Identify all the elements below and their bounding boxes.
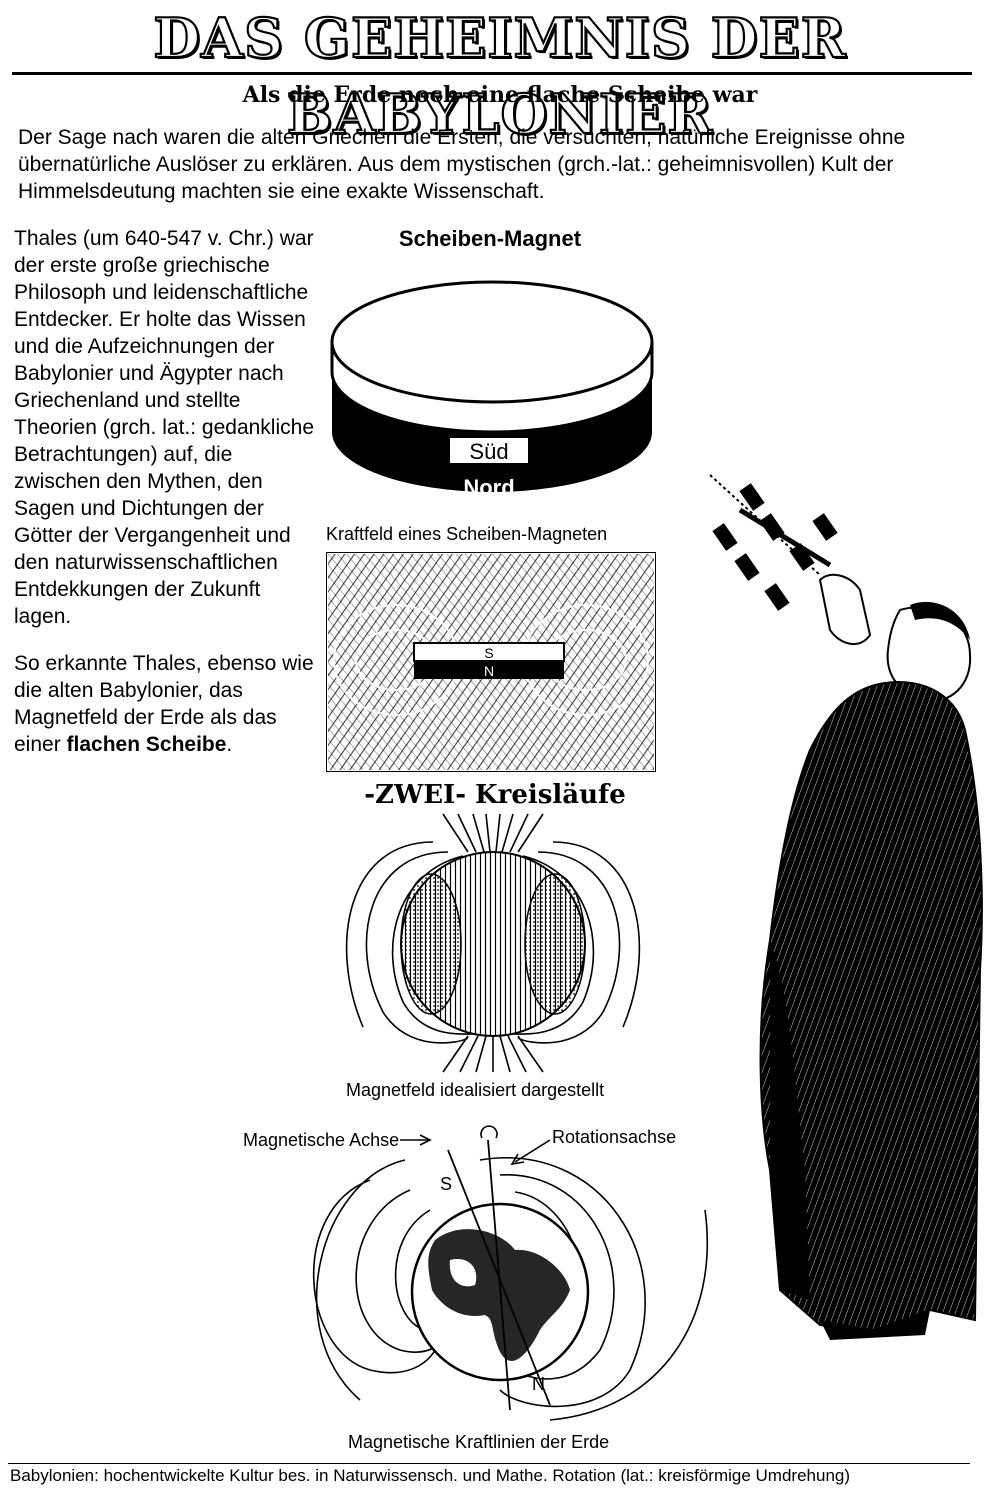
conclusion-bold: flachen Scheibe — [66, 733, 227, 756]
field-panel-caption: Kraftfeld eines Scheiben-Magneten — [326, 524, 608, 544]
earth-field-diagram: S N — [312, 1125, 709, 1421]
two-cycles-heading: -ZWEI- Kreisläufe — [364, 780, 626, 810]
earth-pole-n: N — [532, 1374, 545, 1394]
rotation-axis-line — [487, 1139, 511, 1411]
disc-magnet-top — [330, 280, 654, 404]
idealized-field-diagram — [345, 813, 641, 1073]
bar-label-north: N — [484, 663, 494, 679]
disc-magnet-heading: Scheiben-Magnet — [399, 226, 582, 251]
disc-label-box-south — [450, 438, 528, 463]
page-subtitle: Als die Erde noch eine flache Scheibe wa… — [242, 82, 758, 108]
label-magnetic-axis: Magnetische Achse — [243, 1130, 400, 1150]
raised-arms — [818, 573, 872, 645]
conclusion-text: So erkannte Thales, ebenso wie die alten… — [14, 652, 314, 756]
conclusion-end: . — [226, 733, 233, 756]
title-rule — [12, 72, 972, 75]
bar-magnet-north — [414, 661, 564, 679]
figure-robe — [759, 681, 983, 1332]
bar-label-south: S — [484, 645, 493, 661]
left-column-text: Thales (um 640-547 v. Chr.) war der erst… — [14, 225, 319, 778]
disc-label-south: Süd — [469, 439, 508, 464]
conclusion-paragraph: So erkannte Thales, ebenso wie die alten… — [14, 650, 319, 758]
figure-feet — [820, 1310, 930, 1340]
disc-label-north: Nord — [463, 475, 514, 500]
thales-figure-illustration — [709, 474, 983, 1340]
earth-field-caption: Magnetische Kraftlinien der Erde — [348, 1432, 610, 1452]
earth-pole-s: S — [440, 1174, 452, 1194]
label-rotation-axis: Rotationsachse — [552, 1127, 677, 1147]
field-loop-right — [524, 873, 586, 1015]
page-title: DAS GEHEIMNIS DER BABYLONIER — [152, 5, 847, 147]
idealized-field-caption: Magnetfeld idealisiert dargestellt — [346, 1080, 605, 1100]
disc-magnet-diagram: Scheiben-Magnet Süd Nord — [330, 226, 654, 500]
field-loop-left — [400, 873, 462, 1015]
intro-paragraph: Der Sage nach waren die alten Griechen d… — [18, 126, 906, 203]
footer-rule — [8, 1463, 970, 1464]
footer-note: Babylonien: hochentwickelte Kultur bes. … — [10, 1466, 851, 1485]
thales-paragraph: Thales (um 640-547 v. Chr.) war der erst… — [14, 227, 314, 628]
field-panel: S N — [326, 552, 656, 772]
